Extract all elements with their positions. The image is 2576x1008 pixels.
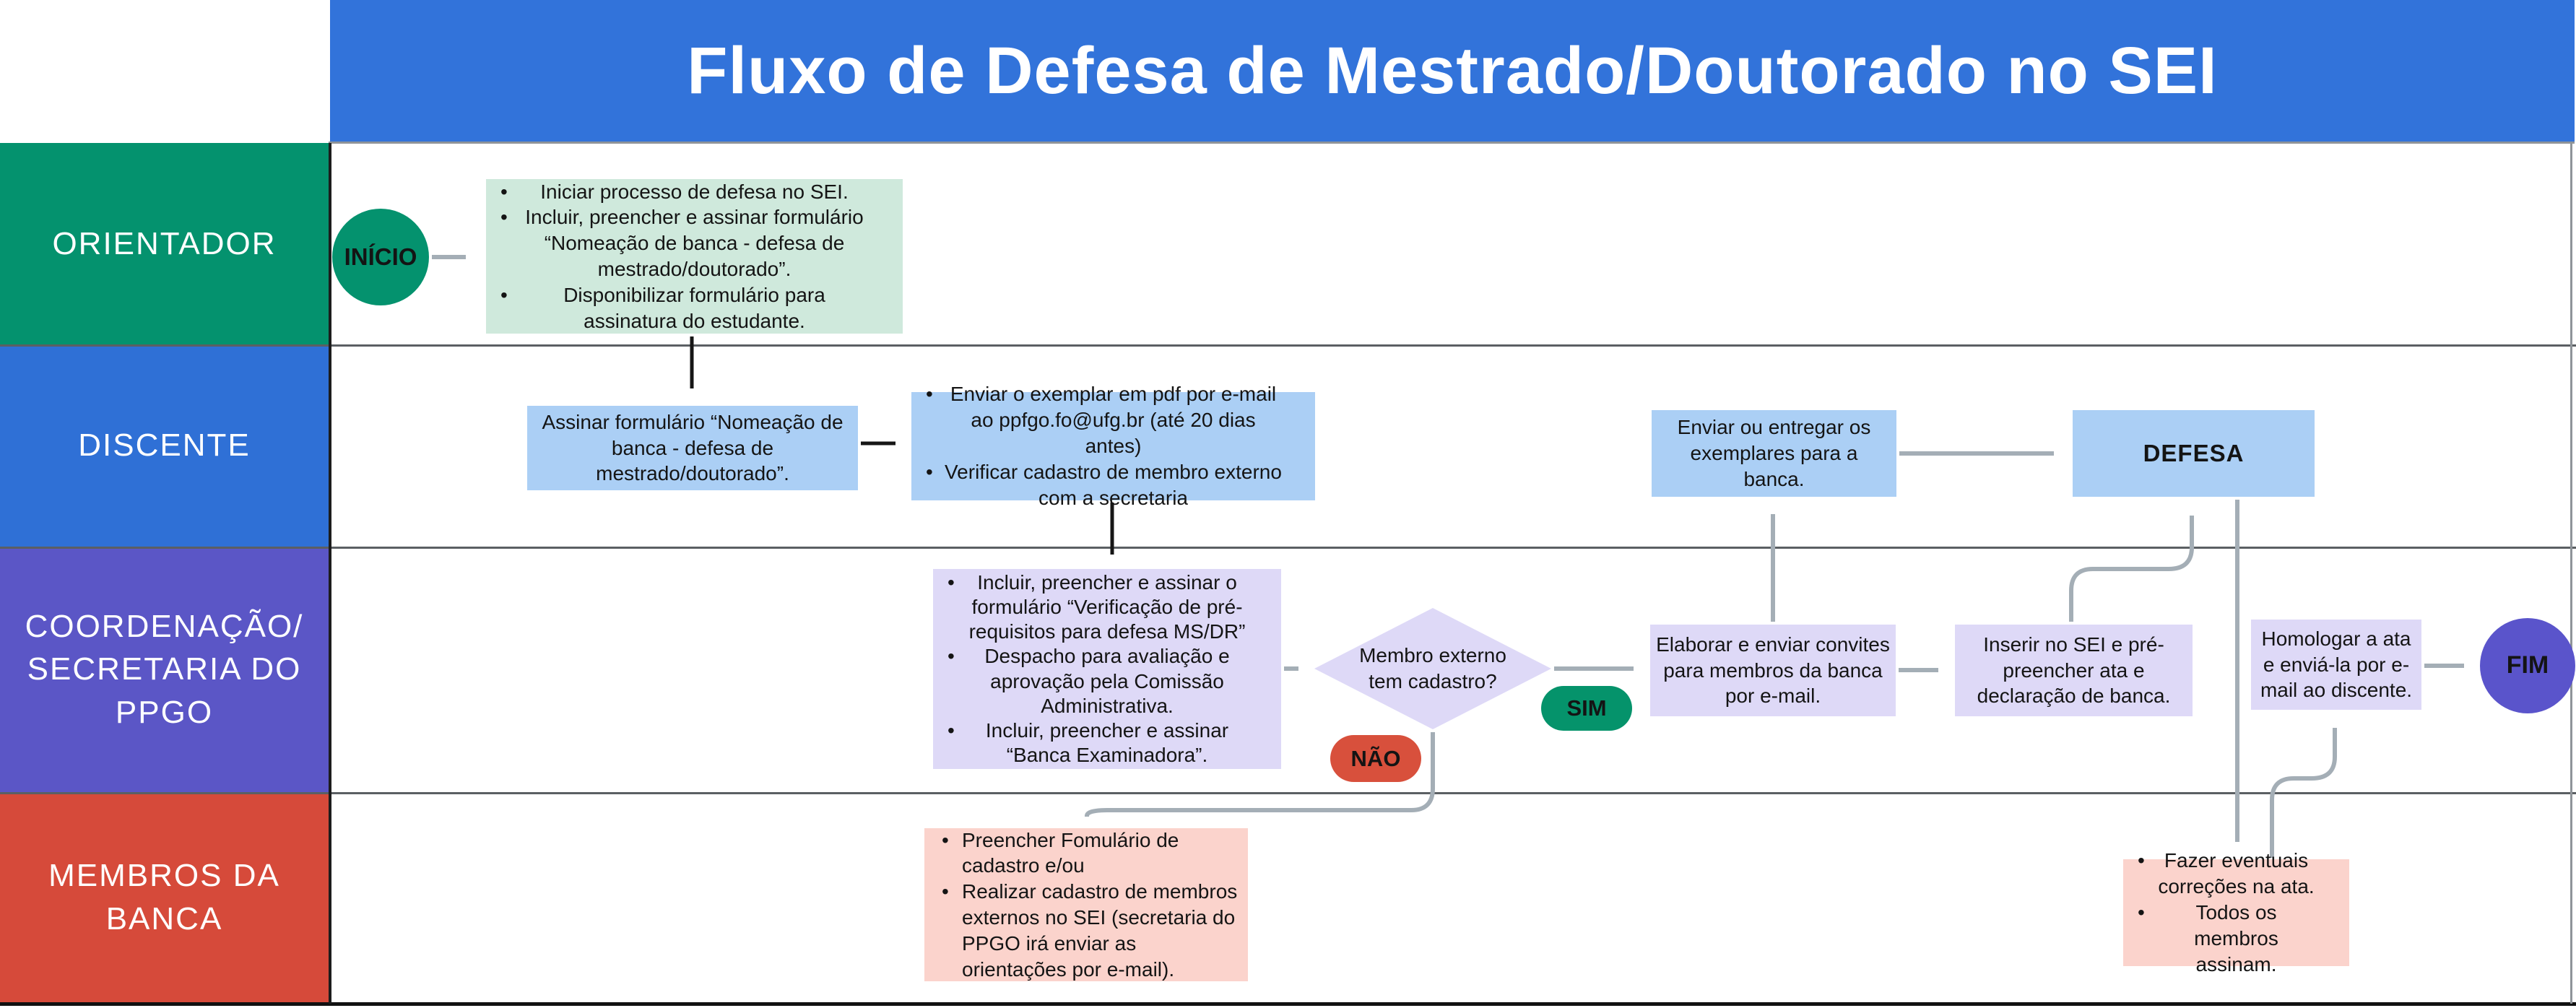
lane-label-membros-banca: MEMBROS DA BANCA (0, 792, 329, 1002)
list-item: Realizar cadastro de membros externos no… (924, 879, 1248, 982)
nao-text: NÃO (1350, 745, 1401, 771)
lane-label-coordenacao: COORDENAÇÃO/ SECRETARIA DO PPGO (0, 547, 329, 792)
lane-label-text: ORIENTADOR (52, 225, 277, 261)
elaborar-convites-text: Elaborar e enviar convites para membros … (1656, 633, 1890, 708)
cadastro-membros-list: Preencher Fomulário de cadastro e/ou Rea… (924, 827, 1248, 982)
elaborar-convites-box: Elaborar e enviar convites para membros … (1650, 625, 1896, 716)
decision-text: Membro externo tem cadastro? (1359, 644, 1506, 692)
lane-divider-2 (0, 547, 2576, 549)
sim-text: SIM (1566, 695, 1607, 721)
defesa-box: DEFESA (2073, 410, 2315, 497)
end-node-label: FIM (2506, 651, 2549, 679)
list-item: Enviar o exemplar em pdf por e-mail ao p… (911, 381, 1315, 459)
start-node-label: INÍCIO (344, 243, 417, 270)
defesa-text: DEFESA (2143, 439, 2245, 466)
list-item: Incluir, preencher e assinar “Banca Exam… (933, 718, 1281, 768)
end-node: FIM (2480, 618, 2575, 713)
coordenacao-tasks-box: Incluir, preencher e assinar o formulári… (933, 569, 1281, 769)
homologar-ata-box: Homologar a ata e enviá-la por e-mail ao… (2251, 620, 2421, 710)
header-bar: Fluxo de Defesa de Mestrado/Doutorado no… (330, 0, 2575, 142)
right-border (2570, 142, 2572, 1004)
nao-label: NÃO (1330, 735, 1421, 782)
decision-membro-externo: Membro externo tem cadastro? (1314, 608, 1551, 729)
discente-tasks-list: Enviar o exemplar em pdf por e-mail ao p… (911, 381, 1315, 508)
homologar-ata-text: Homologar a ata e enviá-la por e-mail ao… (2260, 627, 2413, 702)
list-item: Preencher Fomulário de cadastro e/ou (924, 827, 1248, 879)
label-column-divider (329, 143, 331, 1004)
assinar-formulario-box: Assinar formulário “Nomeação de banca - … (527, 406, 858, 490)
inserir-sei-box: Inserir no SEI e pré-preencher ata e dec… (1955, 625, 2193, 716)
bottom-border (0, 1002, 2576, 1006)
lane-label-text: MEMBROS DA BANCA (48, 858, 280, 937)
list-item: Todos os membros assinam. (2123, 900, 2349, 977)
cadastro-membros-box: Preencher Fomulário de cadastro e/ou Rea… (924, 827, 1248, 982)
enviar-exemplares-text: Enviar ou entregar os exemplares para a … (1677, 416, 1871, 490)
correcoes-ata-list: Fazer eventuais correções na ata. Todos … (2123, 848, 2349, 975)
page-title: Fluxo de Defesa de Mestrado/Doutorado no… (687, 33, 2218, 108)
lane-divider-3 (0, 792, 2576, 794)
enviar-exemplares-box: Enviar ou entregar os exemplares para a … (1652, 410, 1896, 497)
list-item: Disponibilizar formulário para assinatur… (486, 282, 903, 334)
coordenacao-tasks-list: Incluir, preencher e assinar o formulári… (933, 569, 1281, 769)
lane-label-orientador: ORIENTADOR (0, 143, 329, 344)
discente-tasks-box: Enviar o exemplar em pdf por e-mail ao p… (911, 381, 1315, 509)
assinar-formulario-text: Assinar formulário “Nomeação de banca - … (542, 410, 844, 485)
inserir-sei-text: Inserir no SEI e pré-preencher ata e dec… (1977, 633, 2171, 708)
lane-label-discente: DISCENTE (0, 344, 329, 547)
correcoes-ata-box: Fazer eventuais correções na ata. Todos … (2123, 848, 2349, 976)
list-item: Verificar cadastro de membro externo com… (911, 459, 1315, 511)
list-item: Iniciar processo de defesa no SEI. (486, 179, 903, 205)
sim-label: SIM (1541, 686, 1632, 731)
list-item: Incluir, preencher e assinar formulário … (486, 204, 903, 282)
list-item: Fazer eventuais correções na ata. (2123, 848, 2349, 900)
list-item: Despacho para avaliação e aprovação pela… (933, 644, 1281, 718)
lane-label-text: DISCENTE (78, 427, 251, 464)
orientador-tasks-list: Iniciar processo de defesa no SEI. Inclu… (486, 179, 903, 334)
lane-label-text: COORDENAÇÃO/ SECRETARIA DO PPGO (25, 608, 304, 730)
start-node: INÍCIO (332, 209, 429, 305)
list-item: Incluir, preencher e assinar o formulári… (933, 570, 1281, 644)
orientador-tasks-box: Iniciar processo de defesa no SEI. Inclu… (486, 179, 903, 334)
arrow-inserir-to-defesa (2069, 516, 2194, 622)
header-divider (329, 142, 2575, 144)
lane-divider-1 (0, 344, 2576, 347)
